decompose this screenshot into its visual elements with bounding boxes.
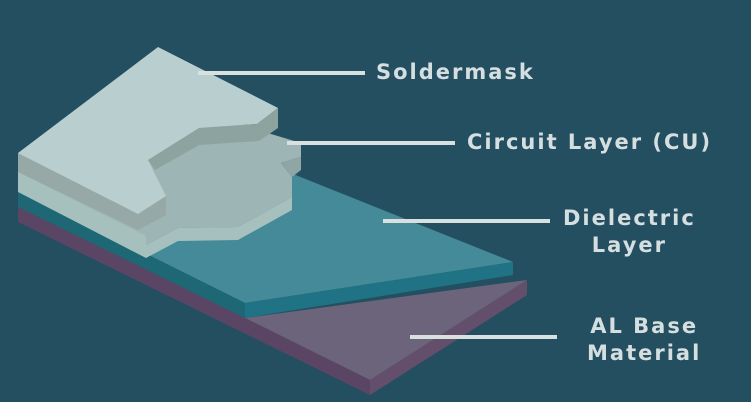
leader-lines: [198, 71, 557, 339]
dielectric-label-line-1: Dielectric: [563, 206, 696, 230]
soldermask-label: Soldermask: [376, 59, 535, 86]
soldermask-layer: [18, 47, 278, 230]
dielectric-left-side: [18, 190, 245, 318]
soldermask-top: [18, 47, 278, 225]
dielectric-front-side: [245, 262, 513, 318]
al-base-label-line-1: AL Base: [590, 314, 699, 338]
circuit-layer-label: Circuit Layer (CU): [467, 129, 712, 156]
soldermask-left-side: [18, 153, 166, 230]
al-base-left-side: [18, 205, 370, 395]
soldermask-notch-edge: [148, 108, 278, 170]
al-base-label: AL Base Material: [587, 313, 701, 367]
al-base-top: [245, 280, 527, 380]
dielectric-label-line-2: Layer: [591, 233, 667, 257]
circuit-right-side: [281, 157, 301, 177]
al-base-label-line-2: Material: [587, 341, 702, 365]
soldermask-label-text: Soldermask: [376, 60, 535, 84]
dielectric-layer-label: Dielectric Layer: [563, 205, 696, 259]
circuit-label-text: Circuit Layer (CU): [467, 130, 713, 154]
circuit-left-side: [18, 172, 292, 258]
